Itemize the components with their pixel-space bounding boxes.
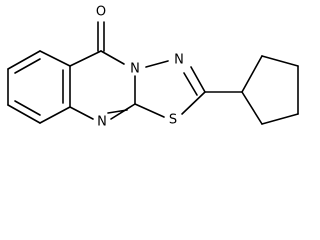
atom-nitrogen-thiadiazole: N [174,53,184,68]
bond-cn-double [107,109,128,114]
structure-diagram: O N N N S [7,5,299,130]
bond-benzene-4 [7,104,41,124]
bond-n-c-double-2 [183,72,198,96]
pyrimidinone-ring [69,50,136,120]
bond-cp-4 [261,113,299,125]
bond-cp-5 [241,91,263,125]
bond-cp-2 [261,55,299,67]
cyclopentyl-group [204,55,299,125]
bond-c-s [181,91,206,115]
molecule-canvas: O N N N S [7,5,299,130]
thiadiazole-ring [134,60,206,118]
benzene-ring [7,50,71,124]
bond-benzene-double-2 [14,100,41,116]
bond-n-c-double-1 [190,66,206,93]
bond-benzene-double-1 [14,58,41,74]
atom-nitrogen-bridge: N [130,62,140,77]
atom-oxygen: O [96,5,106,20]
bond-n-n [145,60,169,68]
carbonyl-group [97,21,105,52]
bond-benzene-2 [7,50,41,70]
bond-cp-1 [241,55,263,93]
atom-sulfur: S [169,113,177,128]
bond-s-junction [134,103,165,118]
bond-benzene-5 [39,106,71,124]
atom-nitrogen-quinazoline: N [97,115,107,130]
bond-n-ring-fusion [69,106,94,120]
bond-c-carbonyl [69,50,102,67]
bond-carbonyl-n [100,50,125,65]
bond-benzene-1 [39,50,71,67]
bond-junction-n [110,103,136,120]
